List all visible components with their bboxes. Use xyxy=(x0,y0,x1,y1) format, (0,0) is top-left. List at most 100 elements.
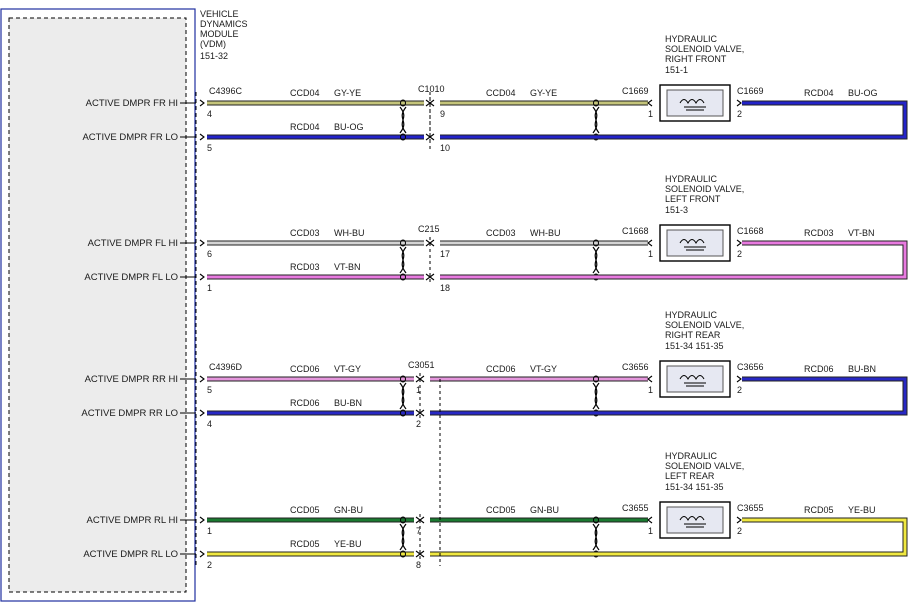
ch1-valve-inner xyxy=(666,89,724,117)
ch3-twist-a-b xyxy=(399,382,407,410)
ch4-valve-title-2: SOLENOID VALVE, xyxy=(665,461,744,471)
ch4-twist-b-b xyxy=(592,523,600,551)
ch1-return-color: BU-OG xyxy=(848,88,878,98)
ch4-inline-chevron-lo-r xyxy=(419,550,425,558)
ch1-return-circuit: RCD04 xyxy=(804,88,834,98)
ch4-valve-pin-out: 2 xyxy=(737,526,742,536)
ch3-valve-chevron-in xyxy=(647,375,653,383)
ch1-inline-connector: C1010 xyxy=(418,84,445,94)
ch1-vdm-chevron-hi xyxy=(199,99,205,107)
ch4-vdm-chevron-hi xyxy=(199,516,205,524)
ch4-valve-ref: 151-34 151-35 xyxy=(665,482,724,492)
ch2-circuit-hi: CCD03 xyxy=(290,228,320,238)
ch3-valve-inner xyxy=(666,365,724,393)
ch2-twist-a-top xyxy=(400,239,406,247)
ch2-return-circuit: RCD03 xyxy=(804,228,834,238)
ch2-color-lo: VT-BN xyxy=(334,262,361,272)
ch4-twist-a-top xyxy=(400,516,406,524)
ch3-color-hi2: VT-GY xyxy=(530,364,557,374)
ch3-return-color: BU-BN xyxy=(848,364,876,374)
ch3-vdm-connector: C4396D xyxy=(209,362,243,372)
ch2-valve-conn-in: C1668 xyxy=(622,226,649,236)
vdm-title-line-4: (VDM) xyxy=(200,39,226,49)
ch3-valve-conn-in: C3656 xyxy=(622,362,649,372)
ch3-valve-pin-out: 2 xyxy=(737,385,742,395)
ch4-valve-chevron-in xyxy=(647,516,653,524)
ch4-return-color: YE-BU xyxy=(848,505,876,515)
ch3-circuit-hi2: CCD06 xyxy=(486,364,516,374)
ch2-valve-pin-in: 1 xyxy=(648,249,653,259)
ch1-valve-ref: 151-1 xyxy=(665,65,688,75)
ch4-vdm-chevron-lo xyxy=(199,550,205,558)
ch2-solenoid-coil-icon xyxy=(679,239,706,251)
vdm-title-line-2: DYNAMICS xyxy=(200,19,248,29)
ch2-return-color: VT-BN xyxy=(848,228,875,238)
ch1-valve-pin-out: 2 xyxy=(737,109,742,119)
ch1-valve-title-1: HYDRAULIC xyxy=(665,34,718,44)
ch2-circuit-lo: RCD03 xyxy=(290,262,320,272)
ch4-circuit-hi2: CCD05 xyxy=(486,505,516,515)
vdm-module-body xyxy=(8,17,187,593)
ch3-vdm-pin-hi: 5 xyxy=(207,385,212,395)
ch2-valve-inner xyxy=(666,229,724,257)
ch3-valve-title-1: HYDRAULIC xyxy=(665,310,718,320)
ch4-color-hi2: GN-BU xyxy=(530,505,559,515)
ch2-vdm-pin-lo: 1 xyxy=(207,283,212,293)
ch3-valve-chevron-out xyxy=(736,375,742,383)
ch4-pin-lo-label: ACTIVE DMPR RL LO xyxy=(83,549,178,560)
ch1-vdm-pin-lo: 5 xyxy=(207,143,212,153)
ch2-valve-chevron-out xyxy=(736,239,742,247)
ch3-valve-conn-out: C3656 xyxy=(737,362,764,372)
ch3-return-wire xyxy=(430,377,907,415)
vdm-module-frame xyxy=(0,8,196,602)
ch4-circuit-hi: CCD05 xyxy=(290,505,320,515)
ch2-circuit-hi2: CCD03 xyxy=(486,228,516,238)
ch2-valve-chevron-in xyxy=(647,239,653,247)
ch3-vdm-chevron-lo xyxy=(199,409,205,417)
ch1-inline-pin-hi: 9 xyxy=(440,109,445,119)
ch4-valve-pin-in: 1 xyxy=(648,526,653,536)
ch3-circuit-lo: RCD06 xyxy=(290,398,320,408)
ch2-twist-a-b xyxy=(399,246,407,274)
ch3-valve-pin-in: 1 xyxy=(648,385,653,395)
ch1-twist-a-b xyxy=(399,106,407,134)
ch4-valve-inner xyxy=(666,506,724,534)
vdm-title-line-1: VEHICLE xyxy=(200,9,239,19)
ch2-valve-title-2: SOLENOID VALVE, xyxy=(665,184,744,194)
ch1-twist-b-b xyxy=(592,106,600,134)
ch4-valve-chevron-out xyxy=(736,516,742,524)
ch1-color-hi2: GY-YE xyxy=(530,88,557,98)
ch1-valve-conn-out: C1669 xyxy=(737,86,764,96)
ch2-valve-title-3: LEFT FRONT xyxy=(665,194,721,204)
ch2-valve-title-1: HYDRAULIC xyxy=(665,174,718,184)
ch4-inline-chevron-hi-r xyxy=(419,516,425,524)
ch1-vdm-connector: C4396C xyxy=(209,86,243,96)
ch4-return-circuit: RCD05 xyxy=(804,505,834,515)
ch1-vdm-pin-hi: 4 xyxy=(207,109,212,119)
ch1-return-wire xyxy=(440,101,907,139)
ch2-vdm-pin-hi: 6 xyxy=(207,249,212,259)
ch4-twist-b-top xyxy=(593,516,599,524)
ch3-solenoid-coil-icon xyxy=(679,375,706,387)
ch2-pin-lo-label: ACTIVE DMPR FL LO xyxy=(84,272,178,283)
ch2-vdm-chevron-hi xyxy=(199,239,205,247)
ch4-valve-conn-out: C3655 xyxy=(737,503,764,513)
vdm-ref: 151-32 xyxy=(200,51,228,61)
ch3-pin-hi-label: ACTIVE DMPR RR HI xyxy=(85,374,178,385)
ch1-twist-a-bottom xyxy=(400,133,406,141)
ch1-valve-chevron-in xyxy=(647,99,653,107)
ch1-inline-chevron-hi-r xyxy=(429,99,435,107)
ch1-twist-b-top xyxy=(593,99,599,107)
ch1-valve-conn-in: C1669 xyxy=(622,86,649,96)
ch2-color-hi: WH-BU xyxy=(334,228,365,238)
ch2-inline-pin-hi: 17 xyxy=(440,249,450,259)
ch2-inline-connector: C215 xyxy=(418,224,440,234)
ch3-inline-chevron-lo-r xyxy=(419,409,425,417)
ch3-return-circuit: RCD06 xyxy=(804,364,834,374)
ch4-vdm-pin-lo: 2 xyxy=(207,560,212,570)
ch2-color-hi2: WH-BU xyxy=(530,228,561,238)
ch1-color-hi: GY-YE xyxy=(334,88,361,98)
ch3-color-lo: BU-BN xyxy=(334,398,362,408)
ch2-inline-chevron-hi-r xyxy=(429,239,435,247)
